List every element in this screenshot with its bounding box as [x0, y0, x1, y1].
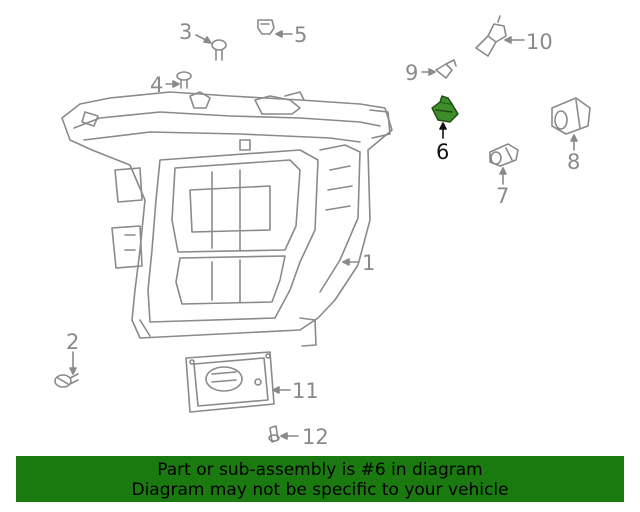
- callout-4: 4: [150, 73, 163, 97]
- arrow-head-8: [570, 134, 578, 142]
- headlamp-assembly-part-1: [61, 91, 393, 347]
- callout-8: 8: [567, 150, 580, 174]
- arrow-head-10: [504, 36, 512, 44]
- control-module-part-11: [185, 351, 275, 413]
- clip-part-6-highlighted: [431, 95, 459, 123]
- bulb-part-10: [475, 15, 507, 57]
- screw-part-3: [211, 39, 227, 61]
- arrow-head-5: [275, 30, 283, 38]
- callout-2: 2: [66, 330, 79, 354]
- arrow-head-4: [172, 80, 180, 88]
- callout-6: 6: [436, 140, 449, 164]
- banner-line-part-number: Part or sub-assembly is #6 in diagram: [157, 460, 483, 480]
- bulb-part-9: [435, 59, 457, 79]
- arrow-head-12: [280, 432, 288, 440]
- screw-part-4: [176, 71, 192, 89]
- callout-12: 12: [302, 425, 329, 449]
- screw-part-12: [268, 425, 280, 443]
- callout-10: 10: [526, 30, 553, 54]
- callout-11: 11: [292, 379, 319, 403]
- arrow-head-6: [439, 122, 447, 130]
- bolt-part-2: [54, 373, 79, 388]
- callout-7: 7: [496, 184, 509, 208]
- arrow-head-2: [69, 367, 77, 375]
- banner-line-disclaimer: Diagram may not be specific to your vehi…: [131, 480, 509, 500]
- callout-9: 9: [405, 61, 418, 85]
- clip-part-5: [257, 19, 275, 35]
- socket-part-7: [489, 143, 519, 167]
- callout-5: 5: [294, 23, 307, 47]
- callout-3: 3: [179, 20, 192, 44]
- parts-diagram: 1 2 3 4 5 6 7 8 9 10 11 12: [54, 15, 591, 449]
- socket-part-8: [551, 97, 591, 135]
- arrow-head-1: [342, 258, 350, 266]
- arrow-head-3: [203, 36, 212, 44]
- arrow-head-7: [499, 167, 507, 175]
- arrow-head-9: [428, 68, 436, 76]
- callout-1: 1: [362, 251, 375, 275]
- arrow-head-11: [272, 386, 280, 394]
- info-banner: Part or sub-assembly is #6 in diagram Di…: [16, 456, 624, 502]
